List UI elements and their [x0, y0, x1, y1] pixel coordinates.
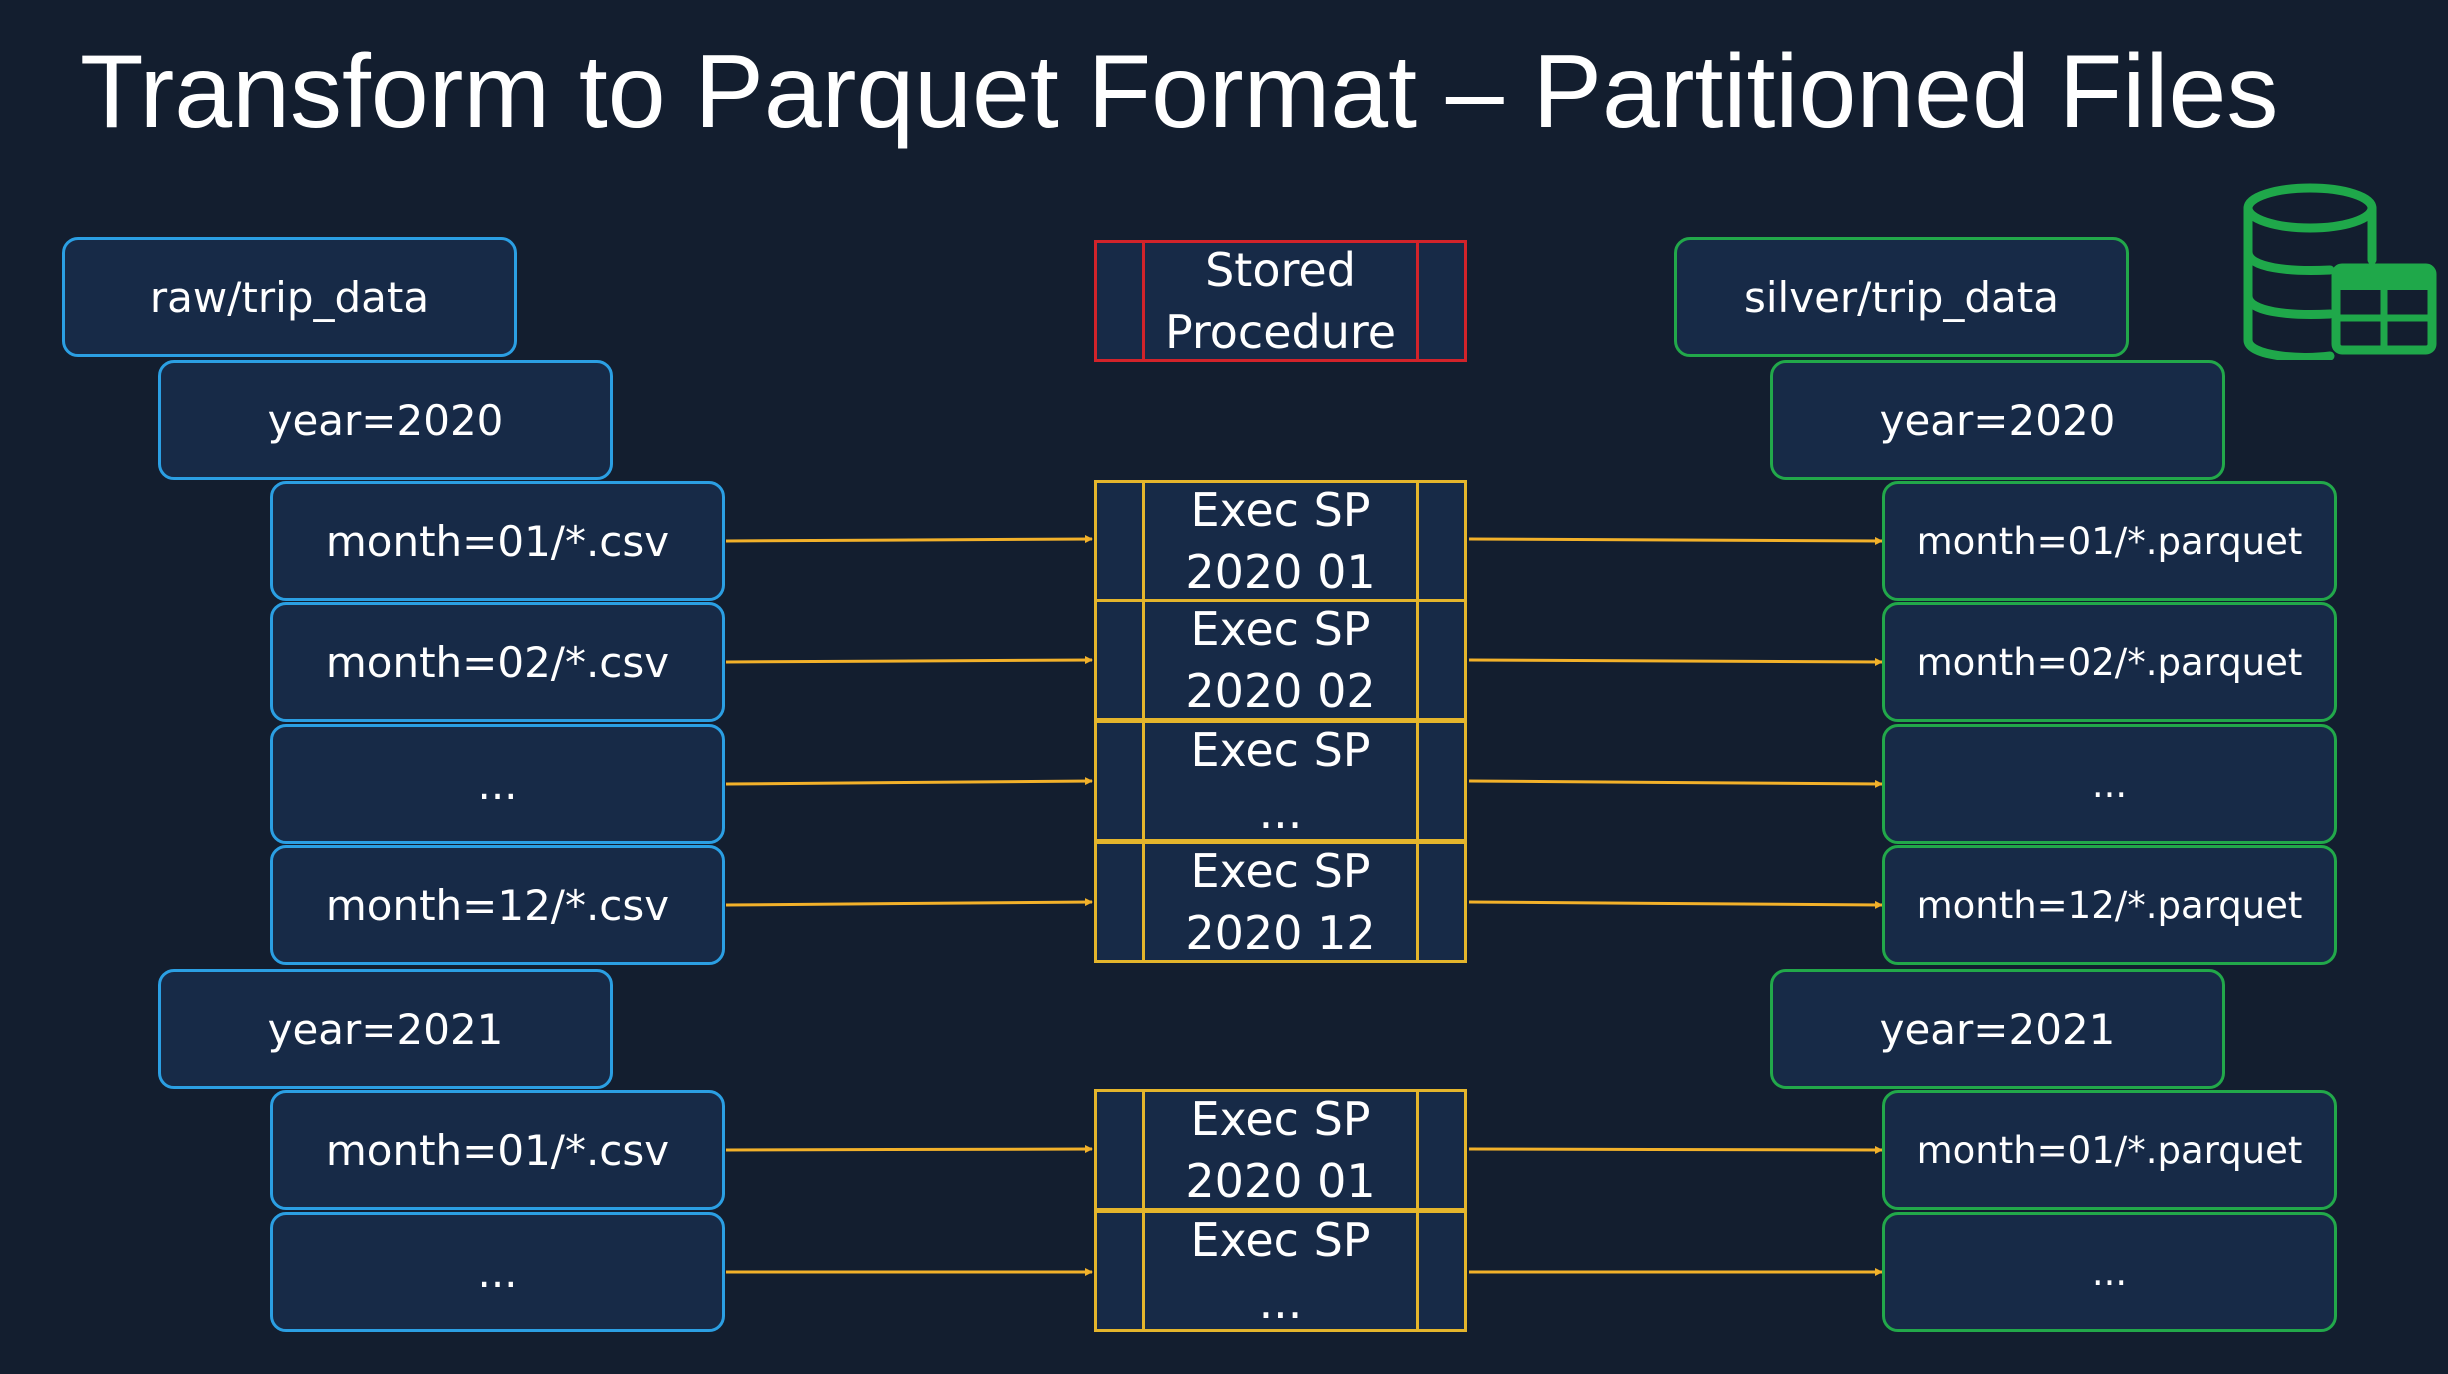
arrow-dst-month01-2021: [1468, 1145, 1883, 1154]
source-month-02-2020: month=02/*.csv: [270, 602, 725, 722]
target-root-label: silver/trip_data: [1744, 272, 2059, 322]
source-year-2021-folder: year=2021: [158, 969, 613, 1089]
arrow-src-month02-2020: [725, 656, 1093, 665]
stored-procedure-line2: Procedure: [1164, 305, 1397, 359]
stored-procedure-line1: Stored: [1205, 242, 1356, 297]
arrow-dst-month01-2020: [1468, 536, 1883, 545]
source-month-01-2021: month=01/*.csv: [270, 1090, 725, 1210]
target-month-12-2020: month=12/*.parquet: [1882, 845, 2337, 965]
target-year-2020-folder: year=2020: [1770, 360, 2225, 480]
target-file-label: month=01/*.parquet: [1916, 519, 2303, 563]
exec-sp-2021-01: Exec SP 2020 01: [1094, 1089, 1467, 1211]
exec-sp-line1: Exec SP: [1190, 482, 1371, 537]
exec-sp-2020-12: Exec SP 2020 12: [1094, 841, 1467, 963]
exec-sp-2020-ellipsis: Exec SP ...: [1094, 720, 1467, 842]
exec-sp-line2: 2020 01: [1185, 545, 1376, 599]
database-table-icon: [2243, 183, 2437, 360]
exec-sp-line1: Exec SP: [1190, 722, 1371, 777]
source-ellipsis-2021: ...: [270, 1212, 725, 1332]
exec-sp-line1: Exec SP: [1190, 1212, 1371, 1267]
slide-title: Transform to Parquet Format – Partitione…: [80, 34, 2279, 150]
target-year-2020-label: year=2020: [1879, 395, 2116, 445]
source-file-label: month=02/*.csv: [325, 637, 670, 687]
exec-sp-2020-02: Exec SP 2020 02: [1094, 599, 1467, 721]
stored-procedure-header: Stored Procedure: [1094, 240, 1467, 362]
source-file-label: month=01/*.csv: [325, 516, 670, 566]
source-ellipsis-2020: ...: [270, 724, 725, 844]
exec-sp-line2: ...: [1258, 785, 1303, 839]
source-file-label: month=12/*.csv: [325, 880, 670, 930]
target-month-02-2020: month=02/*.parquet: [1882, 602, 2337, 722]
exec-sp-line2: 2020 02: [1185, 664, 1376, 718]
target-ellipsis-2021: ...: [1882, 1212, 2337, 1332]
target-year-2021-folder: year=2021: [1770, 969, 2225, 1089]
arrow-src-month01-2020: [725, 535, 1093, 544]
arrow-dst-month02-2020: [1468, 657, 1883, 666]
target-month-01-2021: month=01/*.parquet: [1882, 1090, 2337, 1210]
source-month-12-2020: month=12/*.csv: [270, 845, 725, 965]
source-root-label: raw/trip_data: [149, 272, 430, 322]
source-year-2021-label: year=2021: [267, 1004, 504, 1054]
exec-sp-line2: 2020 01: [1185, 1154, 1376, 1208]
arrow-dst-ellipsis-2020: [1468, 779, 1883, 788]
target-file-label: ...: [2091, 762, 2128, 806]
exec-sp-2020-01: Exec SP 2020 01: [1094, 480, 1467, 602]
target-year-2021-label: year=2021: [1879, 1004, 2116, 1054]
source-file-label: ...: [477, 759, 518, 809]
exec-sp-line2: ...: [1258, 1275, 1303, 1329]
source-year-2020-label: year=2020: [267, 395, 504, 445]
exec-sp-2021-ellipsis: Exec SP ...: [1094, 1210, 1467, 1332]
target-file-label: month=01/*.parquet: [1916, 1128, 2303, 1172]
source-file-label: ...: [477, 1247, 518, 1297]
arrow-src-ellipsis-2020: [725, 777, 1093, 786]
target-file-label: ...: [2091, 1250, 2128, 1294]
target-file-label: month=12/*.parquet: [1916, 883, 2303, 927]
target-ellipsis-2020: ...: [1882, 724, 2337, 844]
arrow-src-month12-2020: [725, 898, 1093, 907]
exec-sp-line2: 2020 12: [1185, 906, 1376, 960]
source-file-label: month=01/*.csv: [325, 1125, 670, 1175]
source-month-01-2020: month=01/*.csv: [270, 481, 725, 601]
arrow-dst-month12-2020: [1468, 900, 1883, 909]
source-year-2020-folder: year=2020: [158, 360, 613, 480]
exec-sp-line1: Exec SP: [1190, 843, 1371, 898]
source-root-folder: raw/trip_data: [62, 237, 517, 357]
exec-sp-line1: Exec SP: [1190, 1091, 1371, 1146]
target-root-folder: silver/trip_data: [1674, 237, 2129, 357]
arrow-src-month01-2021: [725, 1145, 1093, 1154]
target-month-01-2020: month=01/*.parquet: [1882, 481, 2337, 601]
target-file-label: month=02/*.parquet: [1916, 640, 2303, 684]
exec-sp-line1: Exec SP: [1190, 601, 1371, 656]
